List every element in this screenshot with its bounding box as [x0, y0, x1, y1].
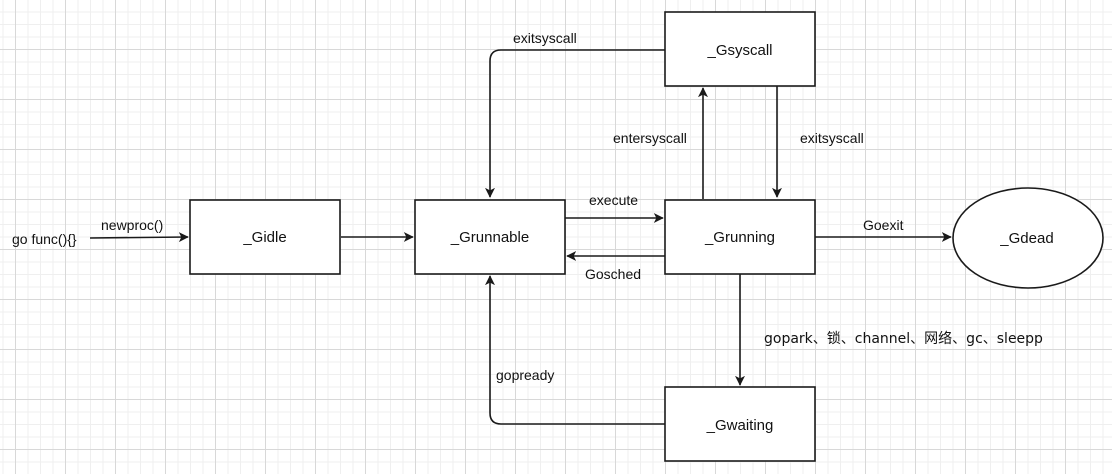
node-gdead[interactable]: _Gdead: [952, 187, 1104, 289]
edge-label-grunning-gwaiting: gopark、锁、channel、网络、gc、sleepp: [764, 331, 1043, 347]
node-label-gsyscall: _Gsyscall: [706, 42, 772, 59]
node-gidle[interactable]: _Gidle: [189, 199, 341, 275]
node-gsyscall[interactable]: _Gsyscall: [664, 11, 816, 87]
node-label-gwaiting: _Gwaiting: [706, 417, 774, 434]
node-grunning[interactable]: _Grunning: [664, 199, 816, 275]
node-label-grunnable: _Grunnable: [450, 229, 529, 246]
edge-label-grunning-gdead: Goexit: [863, 217, 904, 233]
edge-gsyscall-grunnable[interactable]: [485, 49, 665, 198]
edge-label-grunning-grunnable: Gosched: [585, 266, 641, 282]
edge-gwaiting-grunnable[interactable]: [485, 275, 665, 425]
node-label-grunning: _Grunning: [704, 229, 775, 246]
edge-label-start-gidle: newproc(): [101, 217, 163, 233]
edge-start-gidle[interactable]: [89, 232, 189, 243]
edges: [89, 49, 952, 425]
start-label: go func(){}: [12, 231, 77, 247]
edge-label-gsyscall-grunning: exitsyscall: [800, 130, 864, 146]
node-grunnable[interactable]: _Grunnable: [414, 199, 566, 275]
node-label-gidle: _Gidle: [242, 229, 286, 246]
edge-label-grunning-gsyscall: entersyscall: [613, 130, 687, 146]
node-gwaiting[interactable]: _Gwaiting: [664, 386, 816, 462]
edge-label-gsyscall-grunnable: exitsyscall: [513, 30, 577, 46]
node-label-gdead: _Gdead: [999, 230, 1053, 247]
edge-label-grunnable-grunning: execute: [589, 192, 638, 208]
edge-label-gwaiting-grunnable: gopready: [496, 367, 554, 383]
